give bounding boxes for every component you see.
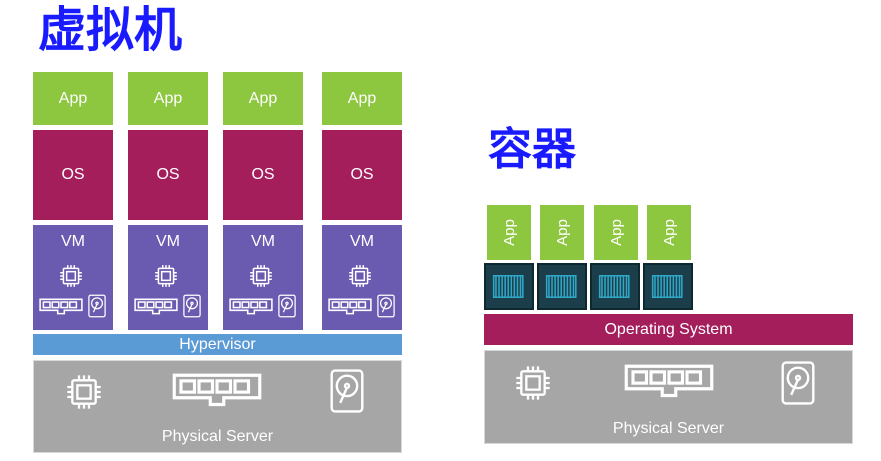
operating-system-bar: Operating System [484,314,853,345]
vm-1-vm-block: VM [33,225,113,330]
container-server-memory-icon [624,364,714,398]
container-1-icon [492,274,524,299]
container-server-cpu-icon [515,365,551,401]
vm-2-app-block: App [128,72,208,125]
container-3-app-block: App [594,205,638,260]
hypervisor-bar: Hypervisor [33,334,402,355]
vm-1-memory-icon [39,298,83,315]
container-3-app-label: App [607,219,625,246]
server-hard-disk-icon [330,369,364,413]
container-1-box [484,263,534,310]
vm-2-os-block: OS [128,130,208,220]
vm-1-app-block: App [33,72,113,125]
vm-4-cpu-icon [348,264,372,288]
vm-3-os-block: OS [223,130,303,220]
container-1-app-label: App [500,219,518,246]
container-2-app-block: App [540,205,584,260]
vm-4-vm-block: VM [322,225,402,330]
vm-2-vm-block: VM [128,225,208,330]
container-2-app-label: App [553,219,571,246]
container-server-hard-disk-icon [781,361,815,405]
server-memory-icon [172,373,262,407]
vm-3-memory-icon [229,298,273,315]
vm-physical-server-label: Physical Server [161,428,274,445]
container-4-app-label: App [660,219,678,246]
vm-4-app-block: App [322,72,402,125]
vm-physical-server [33,360,402,453]
vm-4-os-block: OS [322,130,402,220]
vm-3-vm-label: VM [251,233,275,250]
vm-3-vm-block: VM [223,225,303,330]
container-4-box [643,263,693,310]
container-4-app-block: App [647,205,691,260]
container-physical-server-label: Physical Server [612,420,725,437]
server-cpu-icon [66,374,102,410]
vm-2-hard-disk-icon [183,294,201,318]
container-3-box [590,263,640,310]
vm-2-cpu-icon [154,264,178,288]
vm-3-app-block: App [223,72,303,125]
container-3-icon [598,274,630,299]
container-2-icon [545,274,577,299]
vm-2-vm-label: VM [156,233,180,250]
container-2-box [537,263,587,310]
container-1-app-block: App [487,205,531,260]
vm-4-hard-disk-icon [377,294,395,318]
vm-4-vm-label: VM [350,233,374,250]
vm-3-hard-disk-icon [278,294,296,318]
vm-1-hard-disk-icon [88,294,106,318]
vm-2-memory-icon [134,298,178,315]
vm-1-os-block: OS [33,130,113,220]
vm-section-title: 虚拟机 [38,2,183,58]
vm-3-cpu-icon [249,264,273,288]
container-4-icon [651,274,683,299]
container-section-title: 容器 [488,124,576,175]
vm-1-vm-label: VM [61,233,85,250]
vm-1-cpu-icon [59,264,83,288]
vm-4-memory-icon [328,298,372,315]
